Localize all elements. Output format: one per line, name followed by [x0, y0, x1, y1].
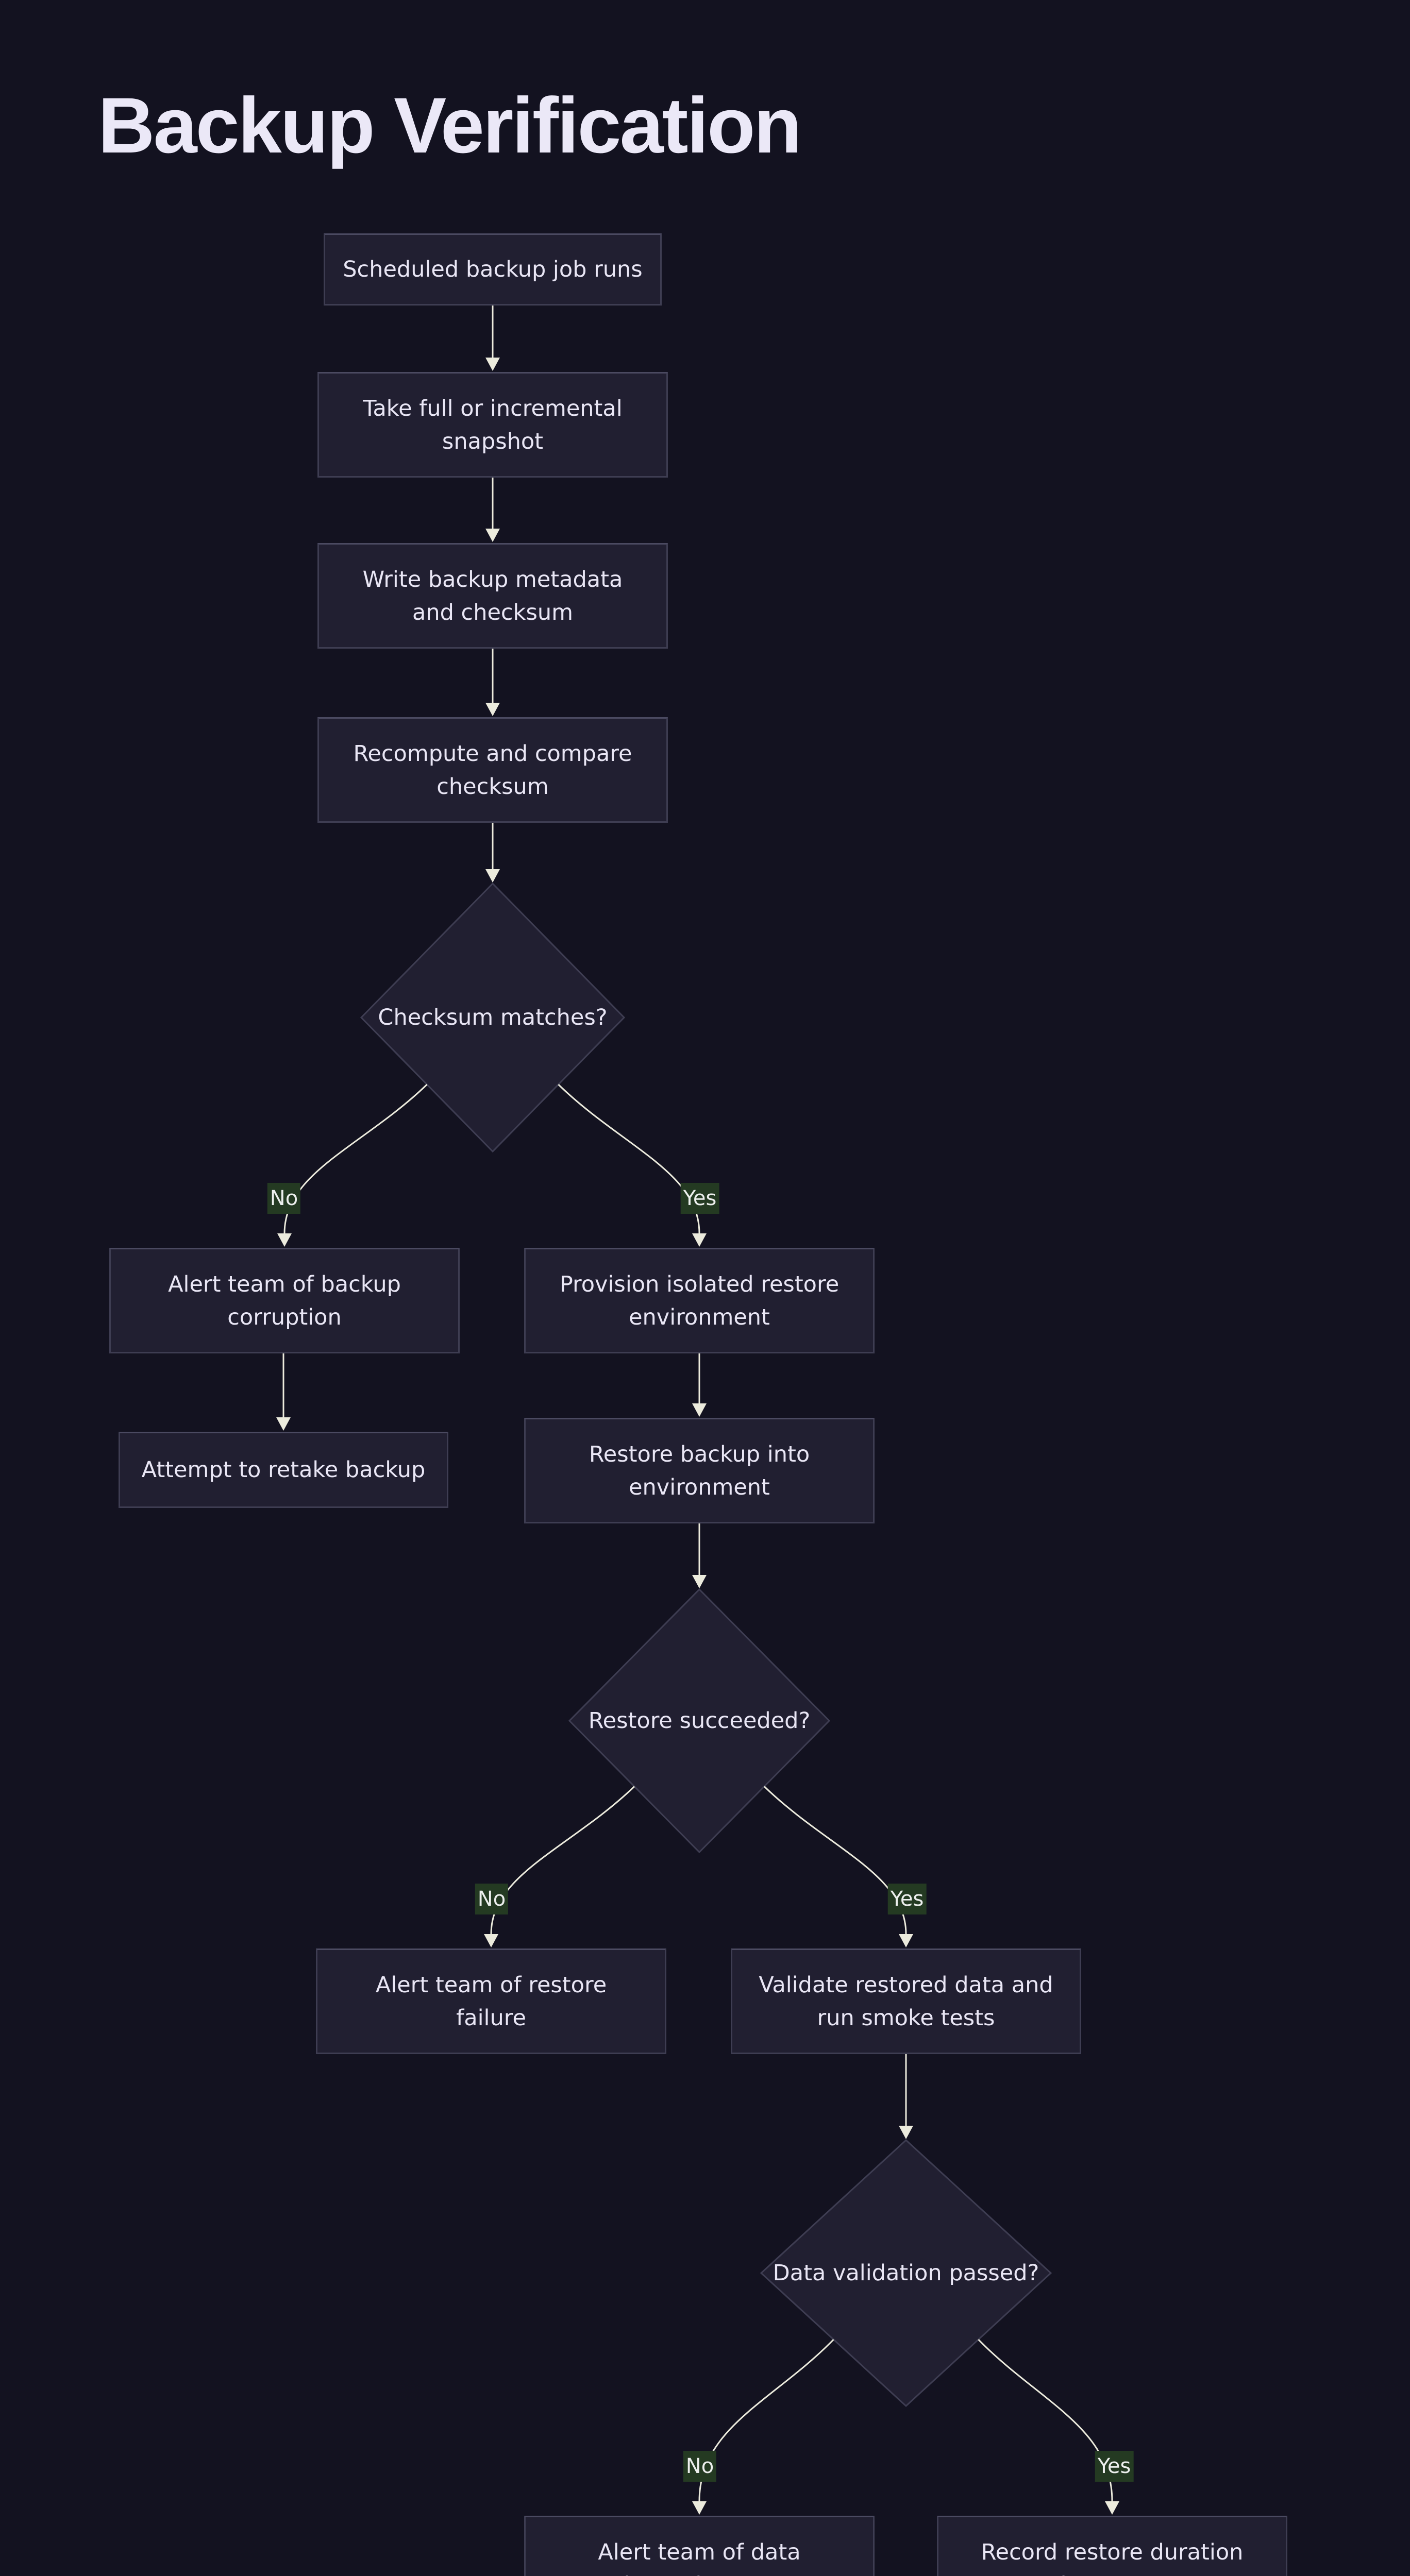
node-label-restore-backup: Restore backup into environment: [589, 1441, 810, 1500]
arrowhead-icon: [276, 1417, 291, 1431]
edge-label-yes: Yes: [1095, 2451, 1134, 2482]
arrowhead-icon: [692, 2501, 707, 2515]
edge-label-no: No: [683, 2451, 717, 2482]
node-label-alert-data-inconsistency: Alert team of data inconsistency: [598, 2539, 801, 2576]
node-label-alert-restore-failure: Alert team of restore failure: [375, 1972, 607, 2031]
node-write-metadata: Write backup metadata and checksum: [317, 543, 668, 649]
node-retake-backup: Attempt to retake backup: [119, 1432, 448, 1508]
arrowhead-icon: [485, 358, 500, 371]
node-record-results: Record restore duration and pass status: [937, 2516, 1287, 2576]
node-label-take-snapshot: Take full or incremental snapshot: [363, 395, 623, 454]
node-label-provision-restore-env: Provision isolated restore environment: [559, 1271, 840, 1330]
edge-label-yes: Yes: [680, 1183, 719, 1214]
arrowhead-icon: [277, 1233, 292, 1247]
node-label-start: Scheduled backup job runs: [343, 257, 643, 282]
edge-checksum-matches-to-alert-backup-corruption: [283, 1083, 428, 1234]
node-take-snapshot: Take full or incremental snapshot: [317, 372, 668, 478]
node-validate-data: Validate restored data and run smoke tes…: [731, 1948, 1081, 2054]
node-provision-restore-env: Provision isolated restore environment: [524, 1248, 875, 1353]
edge-data-validation-passed-to-record-results: [978, 2338, 1113, 2502]
node-label-checksum-matches: Checksum matches?: [378, 1005, 608, 1030]
edge-restore-succeeded-to-validate-data: [763, 1786, 907, 1935]
node-start: Scheduled backup job runs: [324, 233, 662, 306]
node-compare-checksum: Recompute and compare checksum: [317, 717, 668, 823]
edge-restore-succeeded-to-alert-restore-failure: [490, 1786, 635, 1935]
edge-data-validation-passed-to-alert-data-inconsistency: [698, 2338, 834, 2502]
arrowhead-icon: [692, 1575, 707, 1588]
node-alert-restore-failure: Alert team of restore failure: [316, 1948, 666, 2054]
arrowhead-icon: [692, 1403, 707, 1417]
node-label-validate-data: Validate restored data and run smoke tes…: [759, 1972, 1053, 2031]
node-label-compare-checksum: Recompute and compare checksum: [353, 740, 632, 800]
node-label-record-results: Record restore duration and pass status: [981, 2539, 1244, 2576]
node-label-write-metadata: Write backup metadata and checksum: [362, 566, 623, 625]
node-restore-backup: Restore backup into environment: [524, 1418, 875, 1523]
edge-label-no: No: [267, 1183, 301, 1214]
node-label-retake-backup: Attempt to retake backup: [141, 1457, 426, 1483]
arrowhead-icon: [899, 2126, 913, 2139]
arrowhead-icon: [485, 703, 500, 716]
node-alert-backup-corruption: Alert team of backup corruption: [109, 1248, 460, 1353]
page-title: Backup Verification: [98, 81, 802, 170]
arrowhead-icon: [485, 529, 500, 542]
node-label-alert-backup-corruption: Alert team of backup corruption: [168, 1271, 401, 1330]
arrowhead-icon: [899, 1934, 913, 1947]
edge-label-no: No: [475, 1884, 509, 1914]
arrowhead-icon: [692, 1233, 707, 1247]
edge-checksum-matches-to-provision-restore-env: [558, 1083, 700, 1234]
arrowhead-icon: [485, 869, 500, 883]
edge-label-yes: Yes: [887, 1884, 927, 1914]
arrowhead-icon: [484, 1934, 498, 1947]
node-label-restore-succeeded: Restore succeeded?: [588, 1708, 811, 1734]
node-alert-data-inconsistency: Alert team of data inconsistency: [524, 2516, 875, 2576]
node-label-data-validation-passed: Data validation passed?: [773, 2260, 1039, 2286]
arrowhead-icon: [1105, 2501, 1119, 2515]
